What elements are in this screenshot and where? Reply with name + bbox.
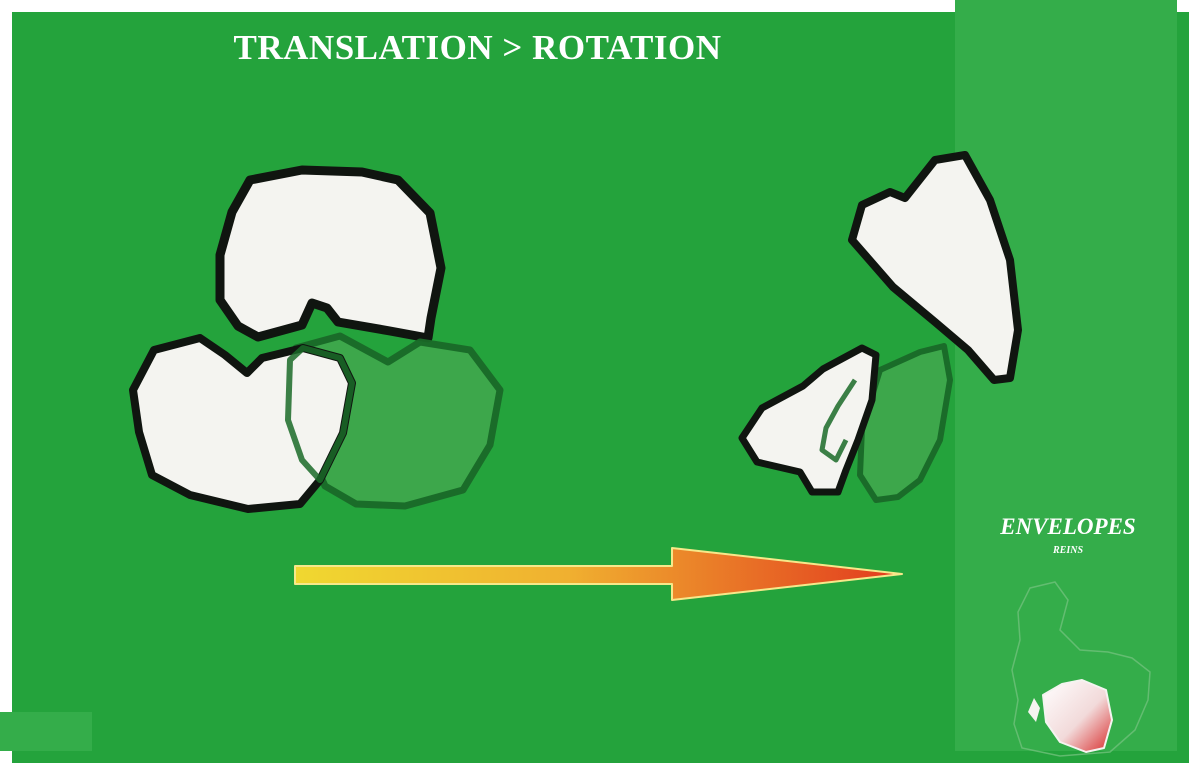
translation-arrow [295, 548, 902, 600]
upper-bone-left [220, 170, 441, 338]
inset-title: ENVELOPES [968, 514, 1168, 540]
inset-joint-highlight [1043, 680, 1112, 752]
lower-bone-right [742, 348, 876, 492]
inset-joint-tip [1028, 698, 1040, 722]
lower-bone-left [133, 338, 352, 509]
inset-subtitle: REINS [968, 545, 1168, 556]
